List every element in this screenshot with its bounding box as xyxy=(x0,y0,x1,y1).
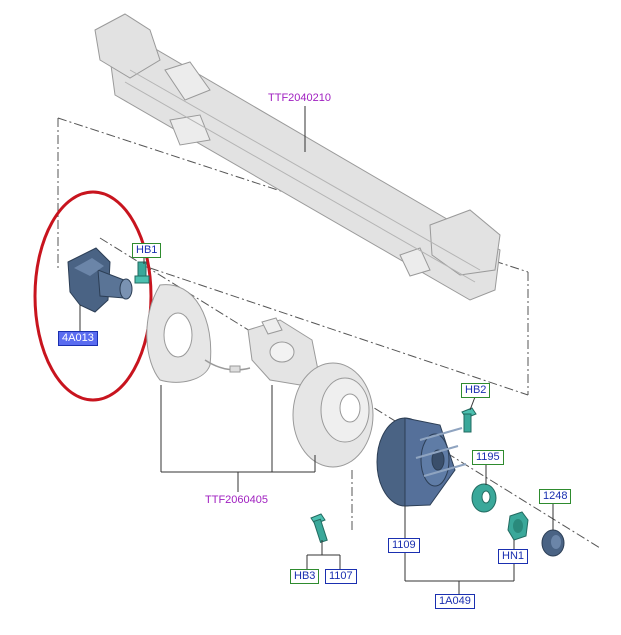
knuckle-bolt-part[interactable] xyxy=(134,261,150,284)
bolt-shank xyxy=(463,413,472,433)
rotor-center xyxy=(339,393,361,423)
beam-mount xyxy=(169,114,211,146)
callout-cap[interactable]: 1248 xyxy=(539,489,572,504)
hub-stud xyxy=(415,445,459,459)
callout-nut[interactable]: HN1 xyxy=(498,549,529,564)
hub-stud xyxy=(419,427,463,441)
leader-hub-bolt xyxy=(469,396,476,411)
alignment-line xyxy=(149,267,529,396)
beam-edge xyxy=(129,69,481,271)
hub-bolt-part[interactable] xyxy=(461,407,477,433)
callout-knuckle[interactable]: 4A013 xyxy=(58,331,98,346)
dust-shield-part[interactable] xyxy=(146,284,212,383)
bolt-shank xyxy=(313,518,328,544)
highlight-circle xyxy=(33,190,153,402)
wheel-hub-part[interactable] xyxy=(376,417,467,507)
callout-hub-bolt[interactable]: HB2 xyxy=(461,383,491,398)
knuckle-spindle xyxy=(97,269,125,299)
sensor-wire xyxy=(204,359,251,371)
brake-assembly-reference[interactable]: TTF2060405 xyxy=(205,494,268,506)
beam-left-bracket xyxy=(94,13,161,79)
callout-stud-bolt[interactable]: HB3 xyxy=(290,569,320,584)
nut-hole xyxy=(513,519,523,533)
caliper-piston xyxy=(269,341,295,363)
dust-shield-hole xyxy=(163,312,193,358)
beam-edge xyxy=(124,81,476,283)
brake-rotor-part[interactable] xyxy=(292,362,374,468)
callout-knuckle-bolt[interactable]: HB1 xyxy=(132,243,162,258)
crossmember-beam xyxy=(94,13,501,301)
beam-right-bracket xyxy=(429,209,501,276)
knuckle-part[interactable] xyxy=(67,247,133,313)
beam-mount xyxy=(399,247,431,277)
beam-mount xyxy=(164,61,211,101)
callout-hub-assembly[interactable]: 1A049 xyxy=(435,594,475,609)
sensor-connector xyxy=(229,365,241,373)
bolt-head xyxy=(134,275,150,284)
knuckle-spindle-end xyxy=(119,278,133,300)
callout-seal[interactable]: 1195 xyxy=(472,450,504,465)
callout-stud[interactable]: 1107 xyxy=(325,569,357,584)
caliper-bracket xyxy=(261,317,283,335)
stud-bolt-part[interactable] xyxy=(310,513,328,544)
callout-hub[interactable]: 1109 xyxy=(388,538,420,553)
hub-bore xyxy=(431,449,445,471)
caliper-part[interactable] xyxy=(247,317,319,386)
seal-hole xyxy=(481,490,491,504)
cap-face xyxy=(551,535,561,549)
brake-assembly-bracket xyxy=(160,385,316,492)
hub-stud xyxy=(423,463,467,477)
grease-cap-part[interactable] xyxy=(541,529,565,557)
seal-part[interactable] xyxy=(471,483,497,513)
hub-nut-part[interactable] xyxy=(507,511,529,541)
knuckle-highlight xyxy=(74,258,104,276)
callout-leaders xyxy=(79,257,554,596)
crossmember-reference[interactable]: TTF2040210 xyxy=(268,92,331,104)
